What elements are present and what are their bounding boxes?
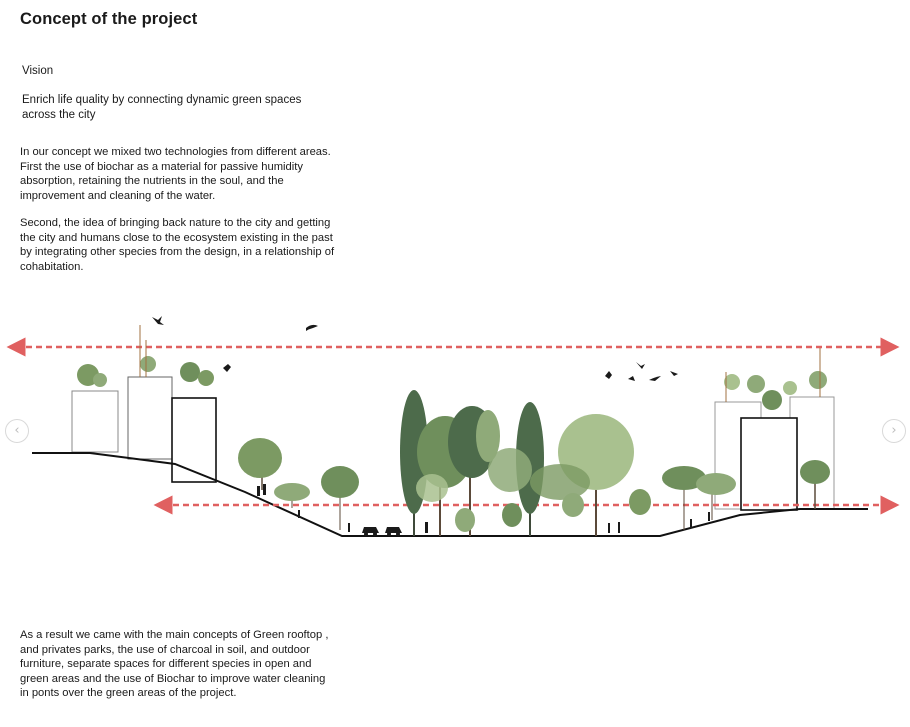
bird-icon: [605, 371, 612, 379]
bird-flock: [152, 316, 678, 381]
vision-statement: Enrich life quality by connecting dynami…: [22, 94, 302, 121]
central-park-trees: [400, 390, 651, 536]
bird-icon: [152, 316, 164, 325]
concept-result-paragraph: As a result we came with the main concep…: [20, 629, 329, 700]
previous-slide-button[interactable]: ‹: [5, 419, 29, 443]
left-rooftop-garden: [77, 325, 214, 387]
bird-icon: [649, 376, 661, 381]
chevron-left-icon: ‹: [14, 423, 20, 438]
building: [127, 376, 173, 460]
bird-icon: [628, 376, 635, 381]
car-icon: [362, 527, 379, 533]
person-icon: [690, 519, 692, 528]
left-buildings: [71, 376, 217, 483]
person-icon: [298, 510, 300, 518]
slope-trees: [238, 438, 359, 530]
right-slope-trees: [662, 460, 830, 530]
person-icon: [348, 523, 350, 532]
right-buildings: [714, 396, 835, 511]
person-icon: [425, 522, 428, 533]
person-icon: [708, 512, 710, 521]
building: [71, 390, 119, 453]
person-icon: [608, 523, 610, 533]
right-rooftop-garden: [724, 348, 827, 410]
concept-paragraph-biochar: In our concept we mixed two technologies…: [20, 146, 331, 202]
people-silhouettes: [257, 484, 710, 533]
chevron-right-icon: ›: [891, 423, 897, 438]
bird-icon: [223, 364, 231, 372]
page-title: Concept of the project: [20, 10, 198, 28]
bird-icon: [636, 362, 645, 369]
urban-section-illustration: [6, 316, 900, 537]
person-icon: [618, 522, 620, 533]
person-icon: [257, 486, 260, 496]
building: [171, 397, 217, 483]
bird-icon: [306, 324, 318, 331]
concept-paragraph-nature: Second, the idea of bringing back nature…: [20, 217, 335, 273]
building: [740, 417, 798, 511]
next-slide-button[interactable]: ›: [882, 419, 906, 443]
vision-label: Vision: [22, 65, 54, 77]
person-icon: [263, 484, 266, 495]
street-cars: [362, 527, 402, 536]
car-icon: [385, 527, 402, 533]
bird-icon: [670, 371, 678, 376]
